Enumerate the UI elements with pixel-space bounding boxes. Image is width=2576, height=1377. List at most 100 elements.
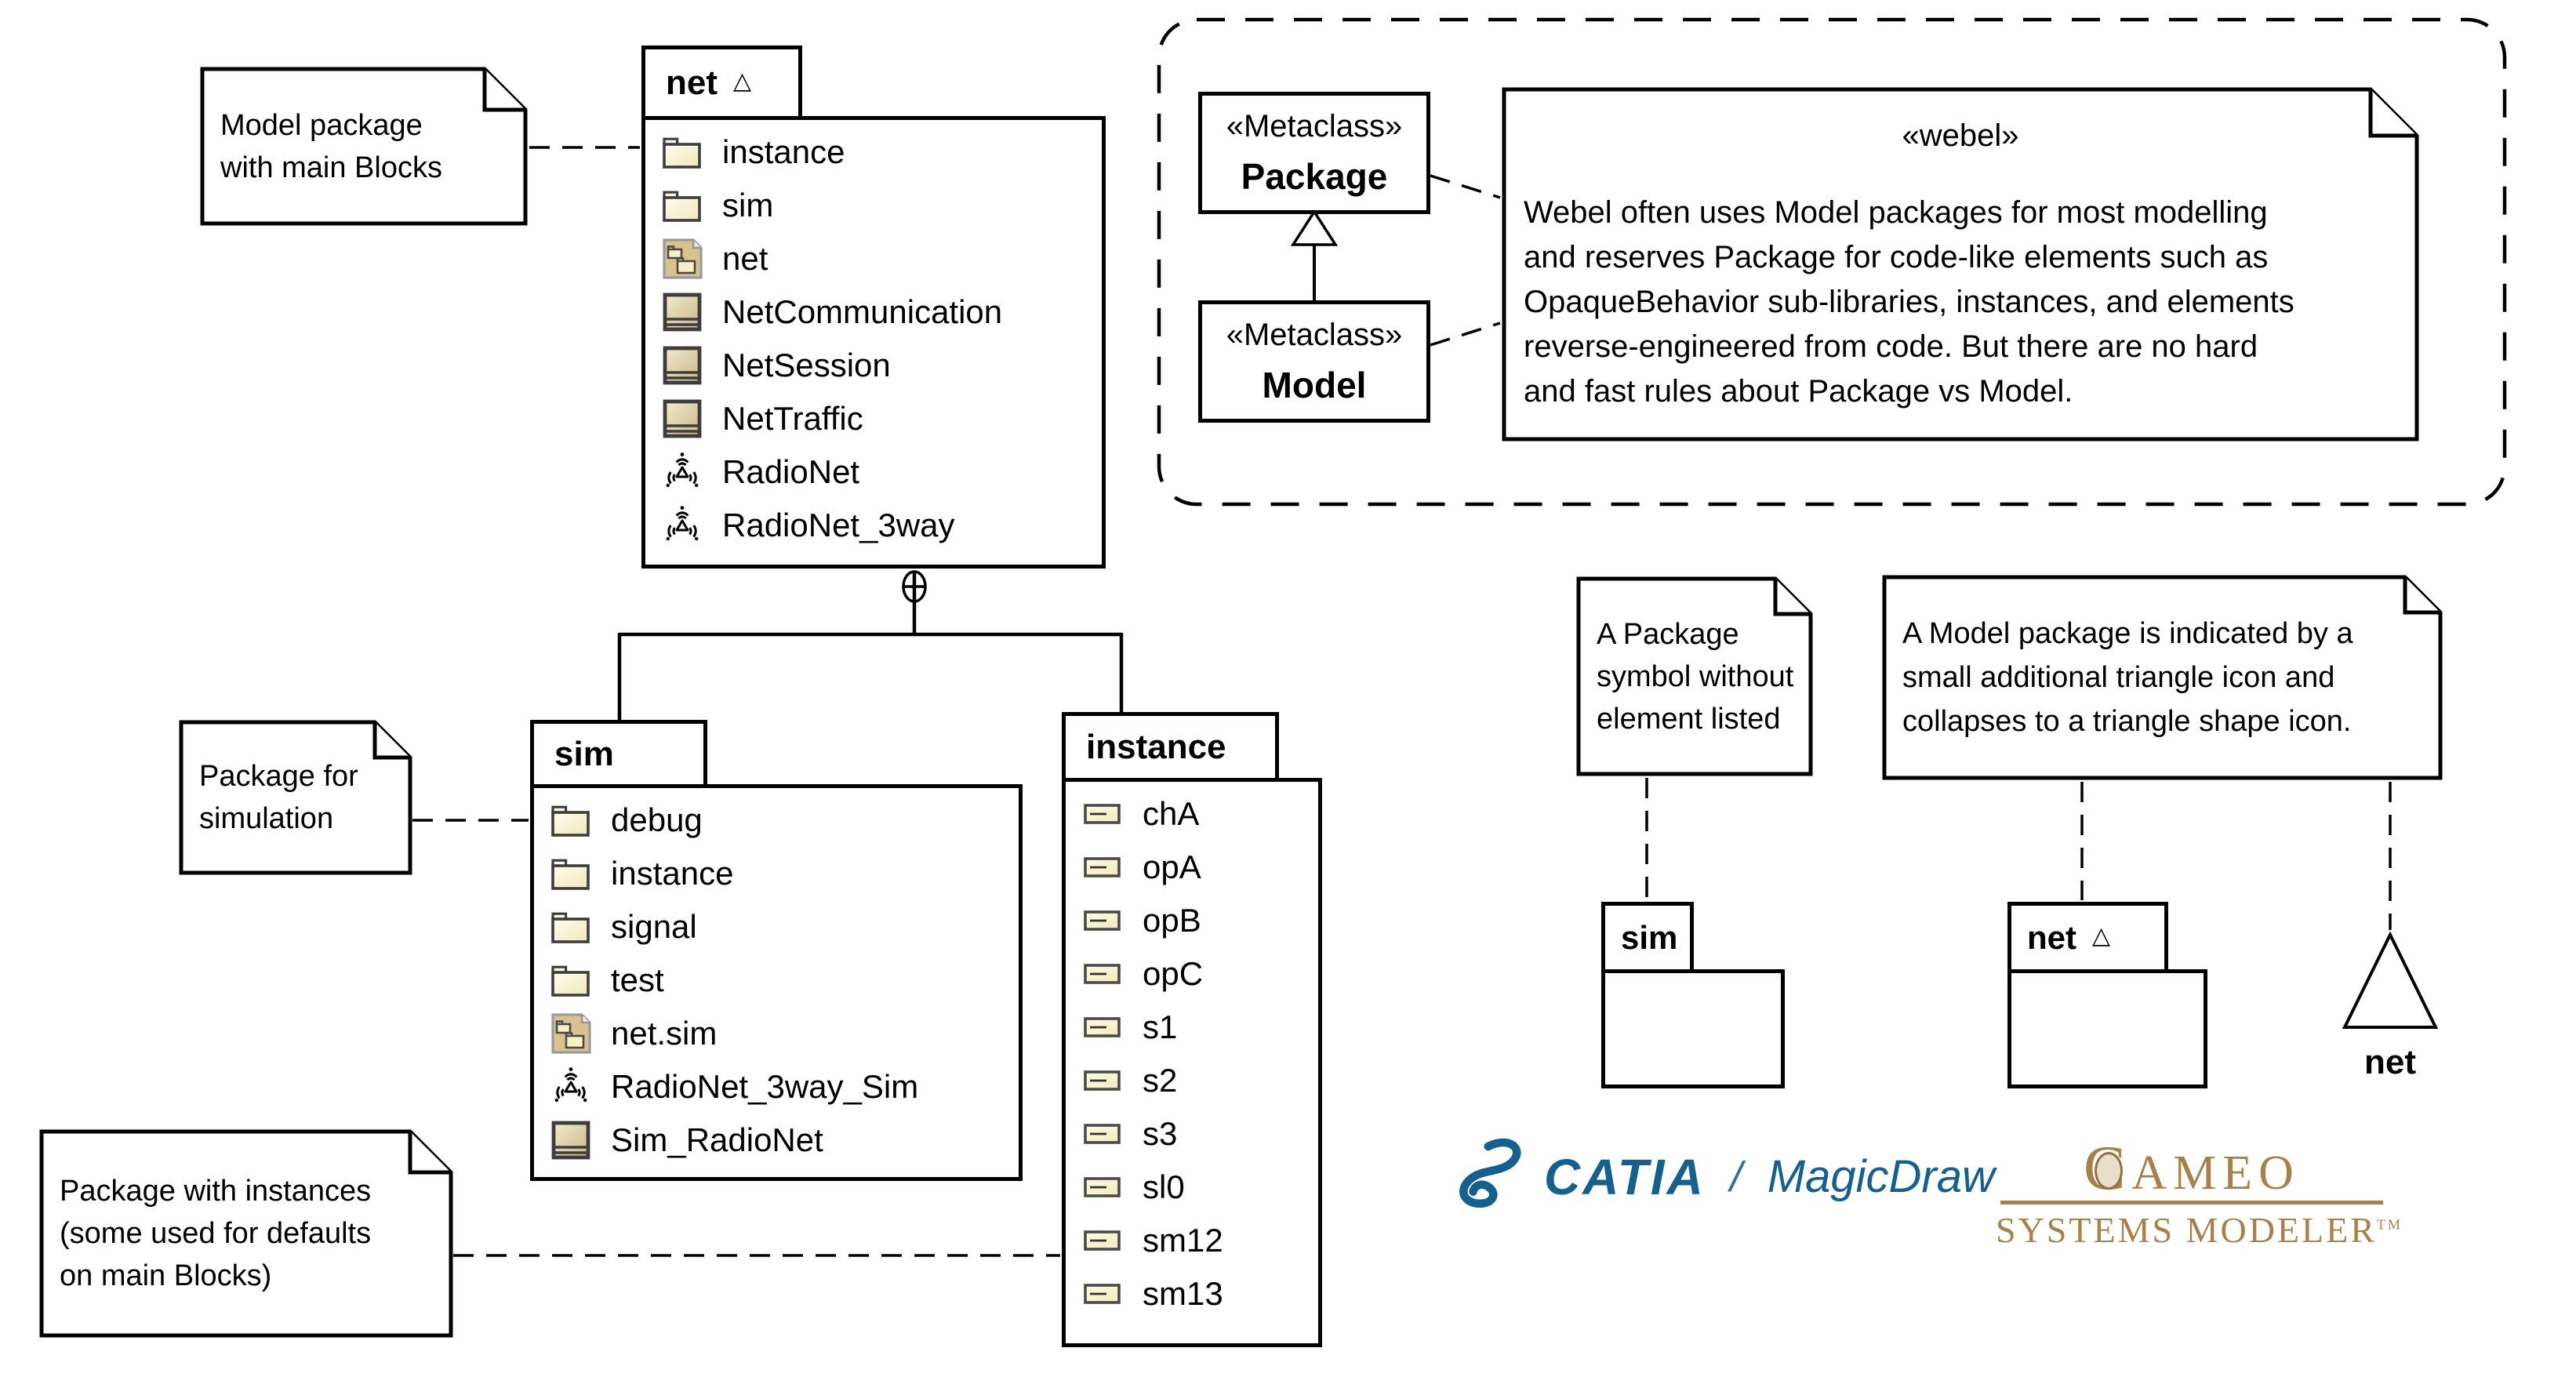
note-shape	[1882, 575, 2443, 780]
containment-tree	[617, 570, 1124, 723]
package-instance-body[interactable]: chA opA opB opC s1 s2 s3 sl0 sm12 sm13	[1062, 778, 1322, 1347]
instance-icon	[1080, 1070, 1125, 1092]
note-model-symbol[interactable]: A Model package is indicated by a small …	[1882, 575, 2443, 780]
mini-package-sim-body[interactable]	[1601, 969, 1785, 1088]
package-item[interactable]: opA	[1066, 845, 1318, 890]
mini-package-sim-tab[interactable]: sim	[1601, 902, 1694, 969]
package-item[interactable]: NetTraffic	[645, 396, 1102, 441]
webel-stereotype: «webel»	[1902, 118, 2019, 153]
package-item[interactable]: opC	[1066, 951, 1318, 997]
block-icon	[659, 398, 705, 439]
package-sim-tab[interactable]: sim	[530, 720, 707, 784]
metaclass-package-name: Package	[1241, 155, 1388, 197]
package-item[interactable]: instance	[645, 129, 1102, 175]
package-item[interactable]: s2	[1066, 1058, 1318, 1103]
anchor-webel-package	[1430, 174, 1501, 199]
systems-modeler-wordmark: SYSTEMS MODELERTM	[1996, 1210, 2403, 1250]
folder-icon	[548, 910, 594, 944]
block-icon	[659, 345, 705, 386]
anchor-webel-model	[1430, 322, 1501, 347]
package-item[interactable]: RadioNet_3way	[645, 503, 1102, 548]
cameo-rule	[2000, 1201, 2383, 1204]
note-model-symbol-text: A Model package is indicated by a small …	[1902, 617, 2353, 738]
note-package-symbol[interactable]: A Package symbol without element listed	[1576, 576, 1813, 776]
radio-icon	[548, 1066, 594, 1108]
note-shape	[179, 720, 412, 875]
radio-icon	[659, 451, 705, 493]
package-net-tab[interactable]: net △	[641, 45, 802, 116]
note-package-symbol-text: A Package symbol without element listed	[1597, 617, 1794, 736]
note-instances-text: Package with instances (some used for de…	[60, 1175, 372, 1292]
package-instance-tab[interactable]: instance	[1062, 712, 1279, 778]
note-shape	[1576, 576, 1813, 776]
package-item[interactable]: sim	[645, 183, 1102, 228]
cameo-wordmark: CAMEO	[2084, 1137, 2300, 1201]
mini-package-net-label: net	[2027, 918, 2076, 956]
note-instances[interactable]: Package with instances (some used for de…	[39, 1129, 453, 1338]
note-model-package[interactable]: Model package with main Blocks	[200, 67, 528, 226]
package-item[interactable]: instance	[534, 851, 1019, 896]
instance-icon	[1080, 1283, 1125, 1305]
package-item[interactable]: net	[645, 236, 1102, 282]
package-item[interactable]: NetSession	[645, 343, 1102, 388]
note-simulation[interactable]: Package for simulation	[179, 720, 412, 875]
cameo-systems-modeler-logo: CAMEO SYSTEMS MODELERTM	[1996, 1137, 2403, 1251]
package-instance-title: instance	[1086, 727, 1226, 766]
package-item[interactable]: debug	[534, 797, 1019, 843]
package-item[interactable]: RadioNet	[645, 449, 1102, 495]
folder-icon	[659, 188, 705, 223]
containment-plus-icon	[902, 570, 927, 603]
magicdraw-wordmark: MagicDraw	[1767, 1151, 1995, 1202]
package-item[interactable]: s3	[1066, 1111, 1318, 1157]
package-item[interactable]: sm12	[1066, 1218, 1318, 1263]
mini-package-net-tab[interactable]: net △	[2007, 902, 2168, 969]
metaclass-model-box[interactable]: «Metaclass» Model	[1198, 300, 1430, 423]
instance-icon	[1080, 1176, 1125, 1198]
metaclass-package-box[interactable]: «Metaclass» Package	[1198, 92, 1430, 214]
logo-divider: /	[1725, 1153, 1748, 1201]
model-triangle-icon: △	[733, 68, 752, 94]
note-shape	[200, 67, 528, 226]
folder-icon	[548, 856, 594, 891]
package-item[interactable]: s1	[1066, 1005, 1318, 1050]
mini-package-net-body[interactable]	[2007, 969, 2207, 1088]
package-diagram-icon	[659, 238, 705, 280]
metaclass-stereotype: «Metaclass»	[1226, 317, 1403, 352]
instance-icon	[1080, 856, 1125, 878]
instance-icon	[1080, 803, 1125, 825]
model-triangle-symbol[interactable]	[2342, 931, 2439, 1029]
webel-text: Webel often uses Model packages for most…	[1524, 195, 2294, 409]
radio-icon	[659, 504, 705, 547]
instance-icon	[1080, 1016, 1125, 1038]
instance-icon	[1080, 963, 1125, 985]
package-item[interactable]: test	[534, 957, 1019, 1003]
block-icon	[659, 292, 705, 332]
generalization-arrow	[1290, 209, 1339, 302]
package-item[interactable]: opB	[1066, 898, 1318, 943]
instance-icon	[1080, 1230, 1125, 1252]
catia-wordmark: CATIA	[1544, 1148, 1706, 1205]
package-item[interactable]: Sim_RadioNet	[534, 1117, 1019, 1163]
triangle-symbol-label: net	[2364, 1043, 2416, 1081]
package-item[interactable]: sm13	[1066, 1271, 1318, 1317]
dassault-systemes-icon	[1459, 1138, 1521, 1208]
package-item[interactable]: RadioNet_3way_Sim	[534, 1064, 1019, 1110]
metaclass-model-name: Model	[1262, 364, 1367, 405]
package-item[interactable]: chA	[1066, 791, 1318, 837]
block-icon	[548, 1120, 594, 1161]
mini-package-sim-label: sim	[1621, 918, 1678, 956]
package-item[interactable]: net.sim	[534, 1011, 1019, 1056]
package-item[interactable]: NetCommunication	[645, 289, 1102, 335]
instance-icon	[1080, 1123, 1125, 1145]
note-webel[interactable]: «webel» Webel often uses Model packages …	[1502, 87, 2419, 441]
metaclass-stereotype: «Metaclass»	[1226, 108, 1403, 144]
cameo-portrait-icon	[2095, 1152, 2124, 1190]
package-item[interactable]: signal	[534, 904, 1019, 950]
folder-icon	[659, 135, 705, 169]
note-model-package-text: Model package with main Blocks	[220, 108, 442, 184]
package-item[interactable]: sl0	[1066, 1164, 1318, 1210]
note-shape	[39, 1129, 453, 1338]
